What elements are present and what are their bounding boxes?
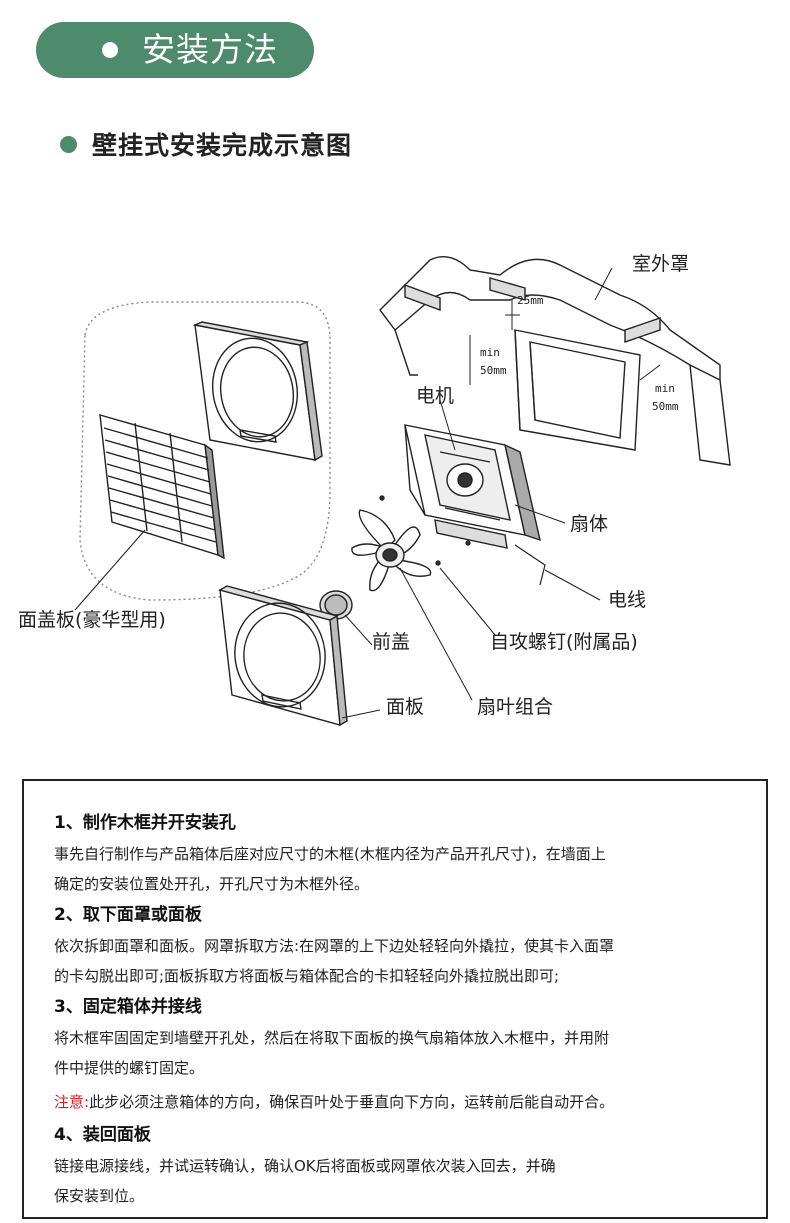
step-line: 链接电源接线，并试运转确认，确认OK后将面板或网罩依次装入回去，并确 (54, 1157, 556, 1175)
label-dim-min-right: min (655, 382, 675, 395)
step-body: 依次拆卸面罩和面板。网罩拆取方法:在网罩的上下边处轻轻向外撬拉，使其卡入面罩 的… (54, 931, 736, 991)
label-blade-assembly: 扇叶组合 (477, 696, 553, 718)
cover-group-outline (79, 301, 331, 601)
label-dim-25: 25mm (517, 294, 544, 307)
diagram-title: 壁挂式安装完成示意图 (92, 131, 353, 160)
label-screws: 自攻螺钉(附属品) (490, 631, 638, 653)
section-title: 安装方法 (142, 30, 278, 69)
leader-lines (74, 267, 613, 719)
step-line: 依次拆卸面罩和面板。网罩拆取方法:在网罩的上下边处轻轻向外撬拉，使其卡入面罩 (54, 937, 615, 955)
step-line: 的卡勾脱出即可;面板拆取方将面板与箱体配合的卡扣轻轻向外撬拉脱出即可; (54, 967, 560, 985)
step-line: 确定的安装位置处开孔，开孔尺寸为木框外径。 (54, 875, 370, 893)
label-dim-min-left: min (480, 346, 500, 359)
step-line: 将木框牢固固定到墙壁开孔处，然后在将取下面板的换气扇箱体放入木框中，并用附 (54, 1029, 610, 1047)
caution-label: 注意: (54, 1093, 90, 1111)
step-4: 4、装回面板 链接电源接线，并试运转确认，确认OK后将面板或网罩依次装入回去，并… (54, 1123, 736, 1211)
step-title: 1、制作木框并开安装孔 (54, 813, 236, 833)
caution-text: 此步必须注意箱体的方向，确保百叶处于垂直向下方向，运转前后能自动开合。 (89, 1093, 615, 1111)
bullet-icon (102, 42, 118, 58)
step-3: 3、固定箱体并接线 将木框牢固固定到墙壁开孔处，然后在将取下面板的换气扇箱体放入… (54, 995, 736, 1083)
step-line: 件中提供的螺钉固定。 (54, 1059, 205, 1077)
step-body: 将木框牢固固定到墙壁开孔处，然后在将取下面板的换气扇箱体放入木框中，并用附 件中… (54, 1023, 736, 1083)
caution-note: 注意:此步必须注意箱体的方向，确保百叶处于垂直向下方向，运转前后能自动开合。 (54, 1087, 746, 1117)
instructions-box: 1、制作木框并开安装孔 事先自行制作与产品箱体后座对应尺寸的木框(木框内径为产品… (22, 779, 768, 1219)
label-wire: 电线 (608, 589, 646, 611)
step-body: 链接电源接线，并试运转确认，确认OK后将面板或网罩依次装入回去，并确 保安装到位… (54, 1151, 736, 1211)
wall-frame (514, 329, 641, 451)
step-2: 2、取下面罩或面板 依次拆卸面罩和面板。网罩拆取方法:在网罩的上下边处轻轻向外撬… (54, 903, 736, 991)
outdoor-cover (379, 256, 731, 466)
step-line: 保安装到位。 (54, 1187, 145, 1205)
label-outdoor-cover: 室外罩 (632, 253, 689, 275)
grille-cover (99, 414, 225, 560)
face-panel (218, 585, 348, 727)
label-panel: 面板 (386, 696, 424, 718)
label-fan-body: 扇体 (570, 513, 608, 535)
exploded-installation-diagram: 室外罩 电机 扇体 电线 自攻螺钉(附属品) 前盖 扇叶组合 面板 面盖板(豪华… (18, 253, 731, 727)
subhead-bullet-icon (60, 136, 77, 153)
step-body: 事先自行制作与产品箱体后座对应尺寸的木框(木框内径为产品开孔尺寸)，在墙面上 确… (54, 839, 736, 899)
front-cap (319, 590, 353, 620)
step-1: 1、制作木框并开安装孔 事先自行制作与产品箱体后座对应尺寸的木框(木框内径为产品… (54, 811, 736, 899)
label-dim-50-left: 50mm (480, 364, 507, 377)
cover-panel-frame (192, 321, 323, 462)
label-front-cap: 前盖 (372, 631, 410, 653)
fan-blade (351, 509, 432, 592)
label-cover-panel: 面盖板(豪华型用) (18, 609, 166, 631)
section-header: 安装方法 (36, 22, 314, 78)
fan-housing (404, 424, 541, 549)
step-title: 3、固定箱体并接线 (54, 997, 202, 1017)
step-title: 2、取下面罩或面板 (54, 905, 202, 925)
label-motor: 电机 (416, 385, 454, 407)
label-dim-50-right: 50mm (652, 400, 679, 413)
step-line: 事先自行制作与产品箱体后座对应尺寸的木框(木框内径为产品开孔尺寸)，在墙面上 (54, 845, 606, 863)
step-title: 4、装回面板 (54, 1125, 151, 1145)
